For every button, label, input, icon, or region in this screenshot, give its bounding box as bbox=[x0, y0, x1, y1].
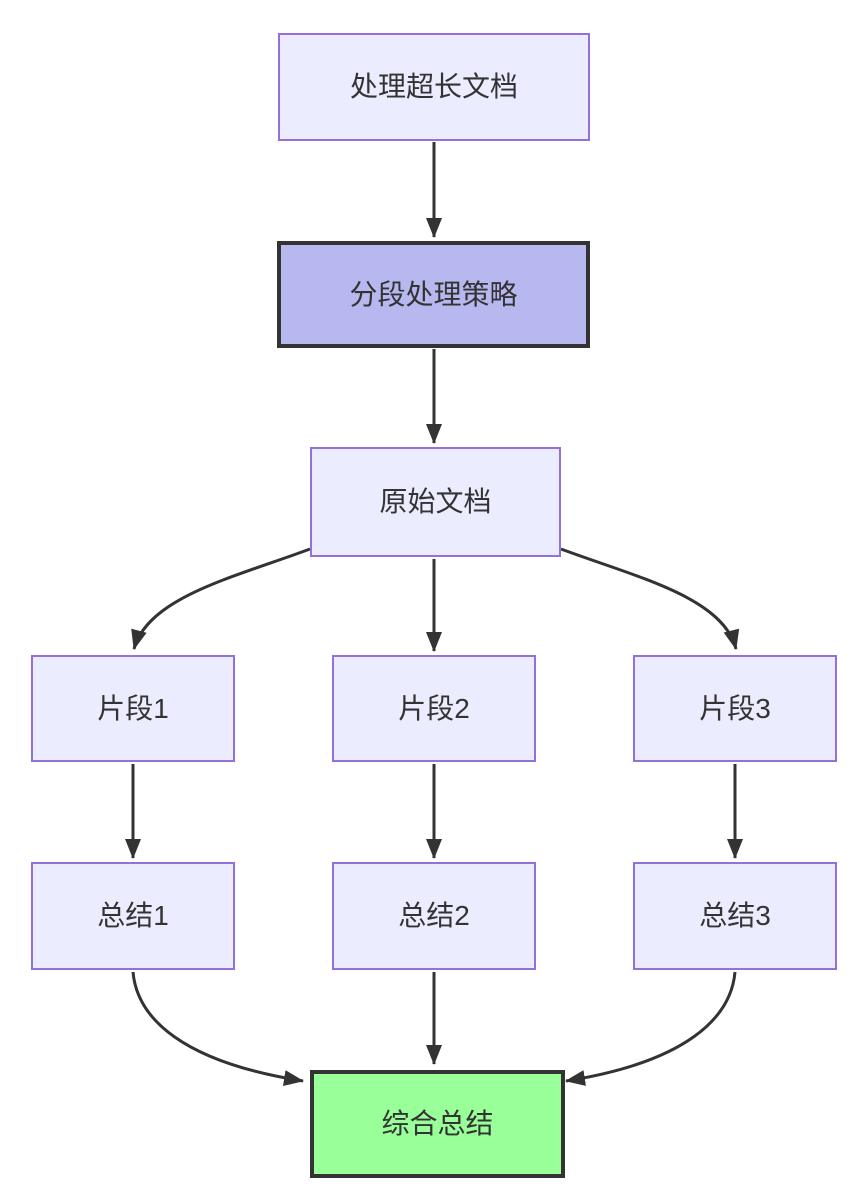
node-summary-3: 总结3 bbox=[633, 862, 837, 970]
node-fragment-1: 片段1 bbox=[31, 655, 235, 762]
node-label: 总结2 bbox=[398, 900, 470, 932]
node-label: 总结3 bbox=[699, 900, 771, 932]
node-fragment-2: 片段2 bbox=[332, 655, 536, 762]
node-original-document: 原始文档 bbox=[310, 447, 561, 557]
node-label: 总结1 bbox=[97, 900, 169, 932]
node-summary-2: 总结2 bbox=[332, 862, 536, 970]
edge-original-to-fragment-1 bbox=[131, 547, 311, 650]
node-label: 分段处理策略 bbox=[349, 278, 518, 310]
node-label: 原始文档 bbox=[379, 486, 492, 518]
node-combined-summary: 综合总结 bbox=[310, 1070, 565, 1178]
edge-summary-3-to-combined bbox=[565, 971, 737, 1086]
node-label: 片段3 bbox=[699, 692, 771, 724]
node-summary-1: 总结1 bbox=[31, 862, 235, 970]
edge-original-to-fragment-3 bbox=[560, 547, 740, 650]
node-segmentation-strategy: 分段处理策略 bbox=[277, 241, 590, 348]
node-label: 处理超长文档 bbox=[349, 71, 518, 103]
edge-summary-1-to-combined bbox=[131, 971, 304, 1086]
node-fragment-3: 片段3 bbox=[633, 655, 837, 762]
node-label: 片段2 bbox=[398, 692, 470, 724]
node-process-long-document: 处理超长文档 bbox=[278, 33, 590, 141]
node-label: 综合总结 bbox=[381, 1108, 494, 1140]
node-label: 片段1 bbox=[97, 692, 169, 724]
